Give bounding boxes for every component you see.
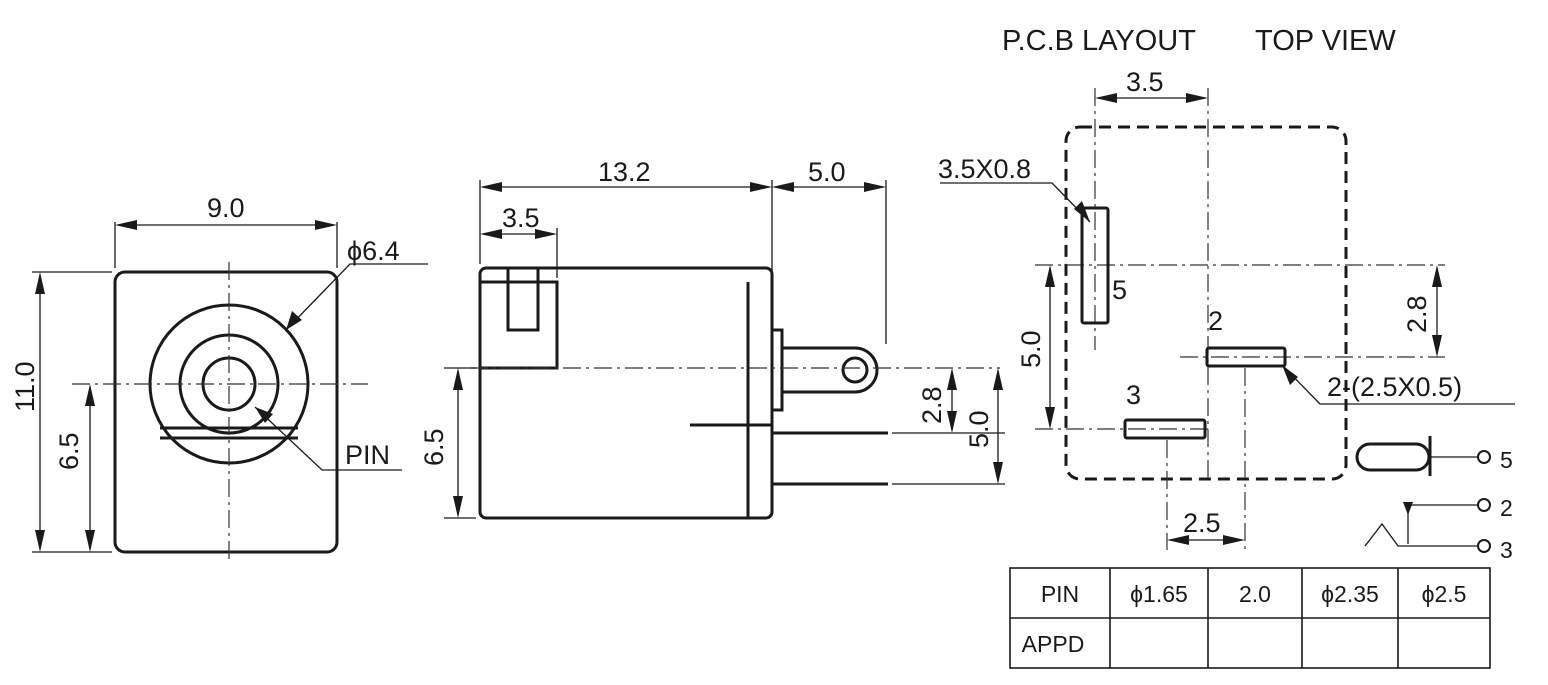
- dim-side-notch: 3.5: [502, 203, 540, 233]
- label-pin: PIN: [345, 440, 390, 470]
- dim-side-pin-offset: 2.8: [917, 386, 947, 424]
- front-view: [32, 220, 428, 560]
- pin-schematic: [1355, 436, 1491, 553]
- table-cell: 2.0: [1239, 581, 1271, 607]
- dim-slot-size: 3.5X0.8: [938, 154, 1031, 184]
- dim-pcb-top: 3.5: [1126, 67, 1164, 97]
- dim-side-tab: 5.0: [808, 157, 846, 187]
- side-view: [444, 180, 1005, 520]
- label-pcb-pin-2: 2: [1208, 306, 1223, 336]
- label-pcb-pin-5: 5: [1112, 275, 1127, 305]
- label-pcb-pin-3: 3: [1126, 380, 1141, 410]
- dim-front-center-height: 6.5: [54, 432, 84, 470]
- table-cell: ϕ2.5: [1422, 581, 1467, 607]
- title-top-view: TOP VIEW: [1255, 25, 1396, 57]
- label-sch-pin-3: 3: [1500, 537, 1513, 563]
- table-cell: APPD: [1022, 631, 1085, 657]
- title-pcb-layout: P.C.B LAYOUT: [1002, 25, 1196, 57]
- label-sch-pin-5: 5: [1500, 447, 1513, 473]
- dim-side-center-height: 6.5: [419, 428, 449, 466]
- label-sch-pin-2: 2: [1500, 495, 1513, 521]
- table-cell: ϕ1.65: [1130, 581, 1188, 607]
- dim-pcb-vertical: 5.0: [1016, 330, 1046, 368]
- approval-table: [1009, 567, 1491, 669]
- dim-front-height: 11.0: [10, 361, 40, 412]
- dim-front-width: 9.0: [207, 193, 245, 223]
- table-cell: PIN: [1041, 581, 1079, 607]
- dim-side-length: 13.2: [598, 157, 651, 187]
- dim-diameter: ϕ6.4: [347, 236, 400, 266]
- dim-pcb-right: 2.8: [1402, 295, 1432, 333]
- dim-pads-size: 2-(2.5X0.5): [1327, 372, 1462, 402]
- pcb-layout: [940, 88, 1515, 550]
- dim-side-pin-spacing: 5.0: [964, 410, 994, 448]
- table-cell: ϕ2.35: [1321, 581, 1379, 607]
- dim-pcb-bottom: 2.5: [1183, 508, 1221, 538]
